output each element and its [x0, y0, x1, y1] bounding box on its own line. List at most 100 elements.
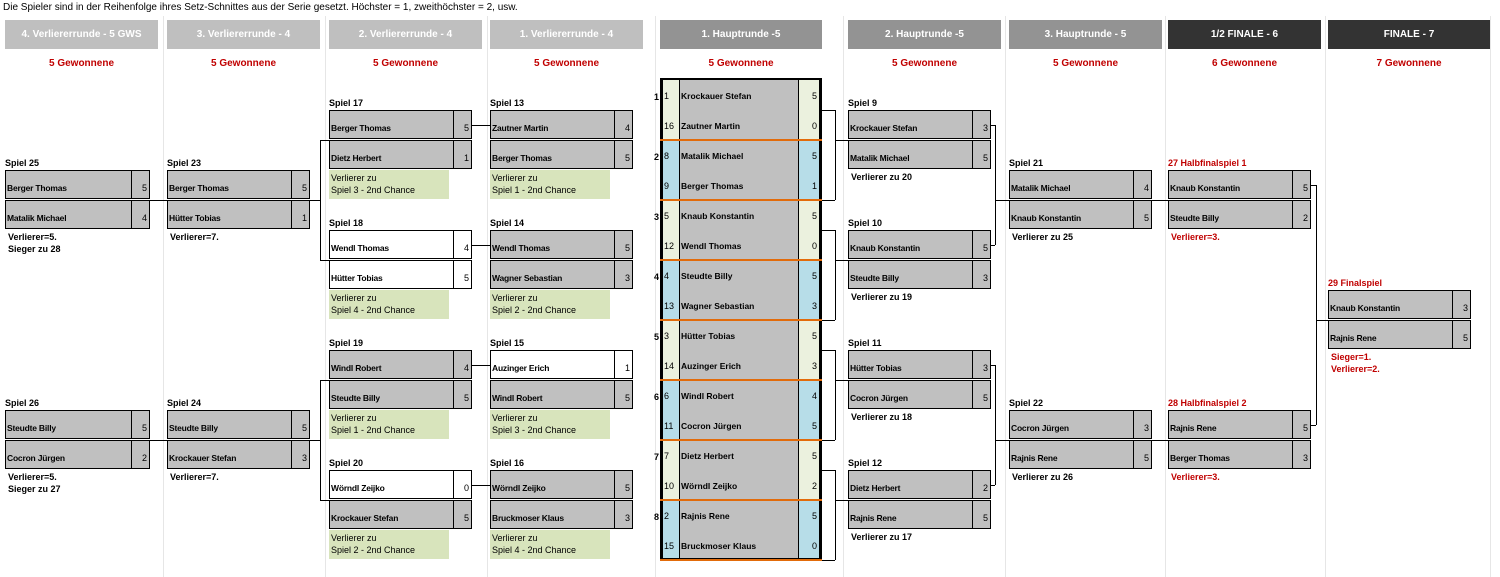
- score-cell[interactable]: 5: [1292, 171, 1310, 198]
- score-cell[interactable]: 5: [798, 440, 819, 470]
- score-cell[interactable]: 4: [131, 201, 149, 228]
- score-cell[interactable]: 5: [131, 411, 149, 438]
- score-cell[interactable]: 3: [972, 261, 990, 288]
- score-cell[interactable]: 4: [798, 380, 819, 410]
- score-cell[interactable]: 5: [1292, 411, 1310, 438]
- score-cell[interactable]: 4: [453, 231, 471, 258]
- score-cell[interactable]: 5: [972, 381, 990, 408]
- score-cell[interactable]: 3: [1292, 441, 1310, 468]
- score-cell[interactable]: 3: [972, 111, 990, 138]
- score-cell[interactable]: 2: [1292, 201, 1310, 228]
- score-cell[interactable]: 2: [972, 471, 990, 498]
- score-cell[interactable]: 1: [798, 170, 819, 200]
- score-cell[interactable]: 2: [131, 441, 149, 468]
- score-cell[interactable]: 5: [453, 261, 471, 288]
- score-cell[interactable]: 3: [798, 290, 819, 320]
- score-cell[interactable]: 4: [614, 111, 632, 138]
- score-cell[interactable]: 5: [798, 80, 819, 110]
- score-cell[interactable]: 5: [798, 410, 819, 440]
- score-cell[interactable]: 5: [798, 320, 819, 350]
- score-cell[interactable]: 5: [614, 471, 632, 498]
- score-cell[interactable]: 5: [1133, 441, 1151, 468]
- score-cell[interactable]: 1: [614, 351, 632, 378]
- score-cell[interactable]: 5: [453, 501, 471, 528]
- score-cell[interactable]: 5: [972, 501, 990, 528]
- score-cell[interactable]: 5: [131, 171, 149, 198]
- score-cell[interactable]: 5: [972, 231, 990, 258]
- score-cell[interactable]: 3: [614, 261, 632, 288]
- score-cell[interactable]: 5: [614, 141, 632, 168]
- score-cell[interactable]: 1: [453, 141, 471, 168]
- score-cell[interactable]: 5: [453, 381, 471, 408]
- score-cell[interactable]: 3: [1133, 411, 1151, 438]
- score-cell[interactable]: 5: [1133, 201, 1151, 228]
- score-cell[interactable]: 0: [798, 110, 819, 140]
- score-cell[interactable]: 5: [798, 260, 819, 290]
- score-cell[interactable]: 4: [453, 351, 471, 378]
- score-cell[interactable]: 3: [798, 350, 819, 380]
- score-cell[interactable]: 3: [1452, 291, 1470, 318]
- score-cell[interactable]: 1: [291, 201, 309, 228]
- score-cell[interactable]: 4: [1133, 171, 1151, 198]
- score-cell[interactable]: 5: [798, 500, 819, 530]
- score-cell[interactable]: 3: [291, 441, 309, 468]
- score-cell[interactable]: 3: [972, 351, 990, 378]
- score-cell[interactable]: 5: [291, 411, 309, 438]
- score-cell[interactable]: 5: [614, 381, 632, 408]
- score-cell[interactable]: 5: [798, 140, 819, 170]
- score-cell[interactable]: 3: [614, 501, 632, 528]
- score-cell[interactable]: 5: [453, 111, 471, 138]
